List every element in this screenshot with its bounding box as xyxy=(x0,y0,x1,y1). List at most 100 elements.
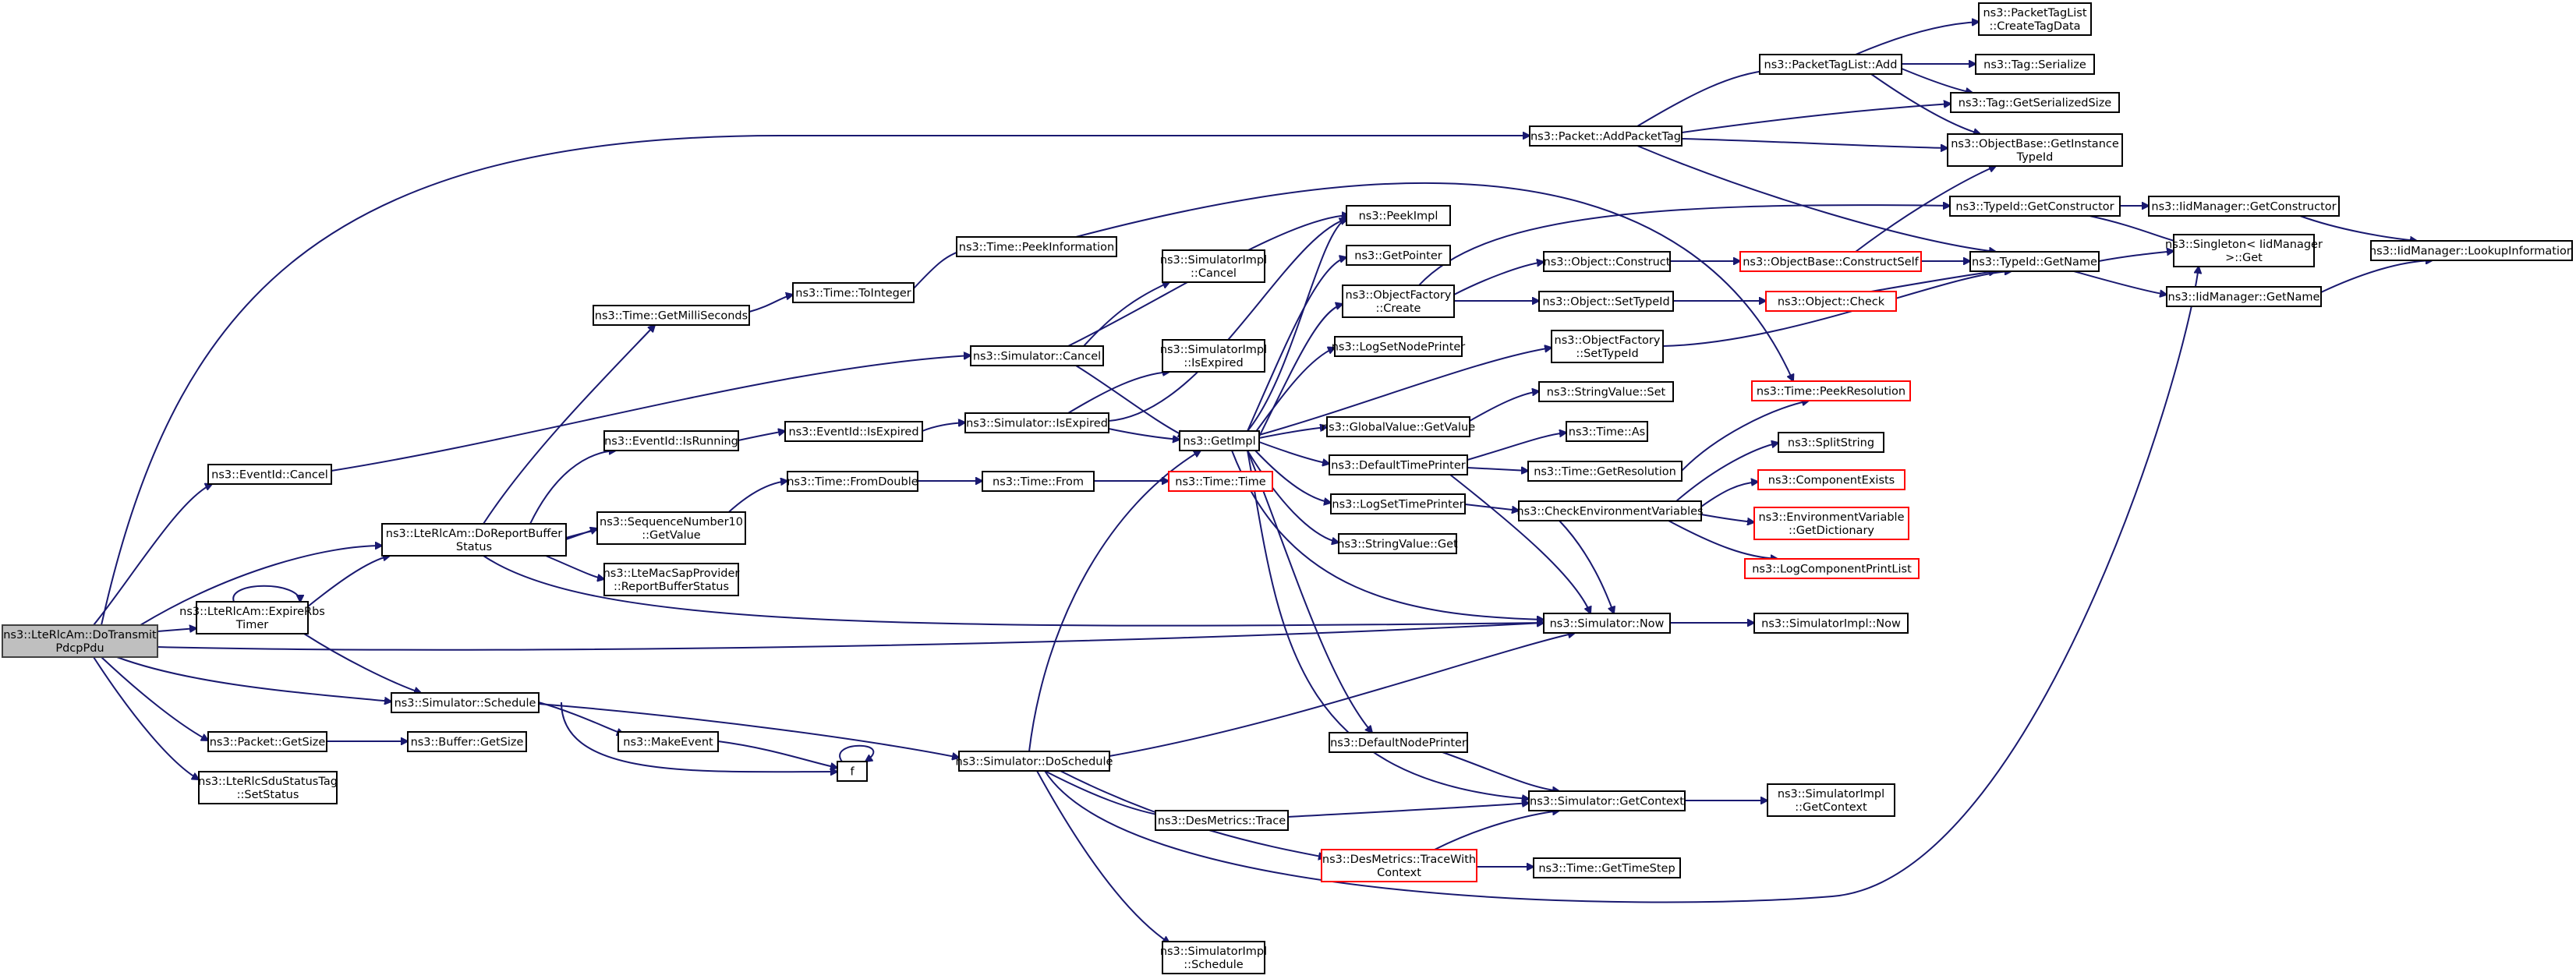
node-box xyxy=(1751,380,1911,401)
node-lookupInformation[interactable]: ns3::IidManager::LookupInformation xyxy=(2369,240,2574,261)
node-globalValueGetValue[interactable]: ns3::GlobalValue::GetValue xyxy=(1322,416,1475,437)
edge-doSchedule-to-singletonGet xyxy=(1044,267,2199,903)
node-label: ns3::SimulatorImpl xyxy=(1778,788,1884,801)
node-implSchedule[interactable]: ns3::SimulatorImpl::Schedule xyxy=(1160,941,1267,974)
node-stringValueSet[interactable]: ns3::StringValue::Set xyxy=(1538,381,1674,402)
edge-constructSelf-to-getInstanceTypeId xyxy=(1855,166,1996,253)
node-getMilliSeconds[interactable]: ns3::Time::GetMilliSeconds xyxy=(593,305,750,326)
node-implGetContext[interactable]: ns3::SimulatorImpl::GetContext xyxy=(1767,783,1895,817)
node-stringValueGet[interactable]: ns3::StringValue::Get xyxy=(1337,533,1458,554)
node-implCancel[interactable]: ns3::SimulatorImpl::Cancel xyxy=(1160,249,1267,283)
node-eventIdIsExpired[interactable]: ns3::EventId::IsExpired xyxy=(784,421,923,442)
node-desTrace[interactable]: ns3::DesMetrics::Trace xyxy=(1155,810,1289,831)
node-componentExists[interactable]: ns3::ComponentExists xyxy=(1757,469,1905,490)
edge-doReportBufferStatus-to-eventIdIsRunning xyxy=(529,451,616,525)
node-typeIdGetConstructor[interactable]: ns3::TypeId::GetConstructor xyxy=(1949,196,2121,217)
node-box xyxy=(1757,469,1905,490)
edge-eventIdIsRunning-to-eventIdIsExpired xyxy=(738,431,785,441)
node-sduStatusSetStatus[interactable]: ns3::LteRlcSduStatusTag::SetStatus xyxy=(198,771,338,804)
node-timeGetResolution[interactable]: ns3::Time::GetResolution xyxy=(1527,461,1683,482)
node-label: >::Get xyxy=(2225,252,2263,264)
node-doSchedule[interactable]: ns3::Simulator::DoSchedule xyxy=(956,751,1113,772)
node-checkEnvVars[interactable]: ns3::CheckEnvironmentVariables xyxy=(1516,500,1704,521)
node-objFactorySetTypeId[interactable]: ns3::ObjectFactory::SetTypeId xyxy=(1551,330,1664,363)
node-label: ns3::EventId::IsRunning xyxy=(604,436,738,448)
node-label: ns3::Time::GetMilliSeconds xyxy=(595,310,748,323)
edge-defaultTimePrinter-to-timeAs xyxy=(1467,433,1566,461)
edge-desTraceWith-to-simGetContext xyxy=(1434,811,1559,850)
node-timeAs[interactable]: ns3::Time::As xyxy=(1566,421,1648,442)
edge-getImpl-to-logSetTimePrinter xyxy=(1254,450,1331,503)
node-iidGetConstructor[interactable]: ns3::IidManager::GetConstructor xyxy=(2148,196,2340,217)
node-logSetNodePrinter[interactable]: ns3::LogSetNodePrinter xyxy=(1332,336,1466,357)
node-timeGetTimeStep[interactable]: ns3::Time::GetTimeStep xyxy=(1533,857,1681,878)
node-singletonGet[interactable]: ns3::Singleton< IidManager >::Get xyxy=(2165,234,2323,267)
node-packetTagListAdd[interactable]: ns3::PacketTagList::Add xyxy=(1759,54,1902,75)
node-timeFrom[interactable]: ns3::Time::From xyxy=(982,471,1095,492)
node-objFactoryCreate[interactable]: ns3::ObjectFactory::Create xyxy=(1342,285,1455,318)
node-objectCheck[interactable]: ns3::Object::Check xyxy=(1765,291,1897,312)
node-f[interactable]: f xyxy=(837,761,868,782)
node-eventIdIsRunning[interactable]: ns3::EventId::IsRunning xyxy=(603,430,739,451)
node-constructSelf[interactable]: ns3::ObjectBase::ConstructSelf xyxy=(1739,251,1922,272)
node-implIsExpired[interactable]: ns3::SimulatorImpl::IsExpired xyxy=(1160,339,1267,373)
node-label: ns3::DefaultTimePrinter xyxy=(1331,460,1465,472)
node-timeFromDouble[interactable]: ns3::Time::FromDouble xyxy=(787,471,918,492)
node-seqNumGetValue[interactable]: ns3::SequenceNumber10::GetValue xyxy=(596,511,746,545)
node-createTagData[interactable]: ns3::PacketTagList::CreateTagData xyxy=(1978,2,2092,36)
node-objectSetTypeId[interactable]: ns3::Object::SetTypeId xyxy=(1538,291,1674,312)
node-logComponentPrintList[interactable]: ns3::LogComponentPrintList xyxy=(1744,558,1920,579)
node-packetAddPacketTag[interactable]: ns3::Packet::AddPacketTag xyxy=(1529,125,1683,147)
node-implNow[interactable]: ns3::SimulatorImpl::Now xyxy=(1753,613,1909,634)
node-envGetDictionary[interactable]: ns3::EnvironmentVariable::GetDictionary xyxy=(1753,507,1909,540)
node-box xyxy=(1969,251,2100,272)
node-box xyxy=(1528,790,1686,811)
node-eventIdCancel[interactable]: ns3::EventId::Cancel xyxy=(207,464,332,485)
node-simCancel[interactable]: ns3::Simulator::Cancel xyxy=(970,345,1104,366)
node-logSetTimePrinter[interactable]: ns3::LogSetTimePrinter xyxy=(1330,493,1466,514)
node-label: ns3::LogComponentPrintList xyxy=(1752,564,1912,576)
node-packetGetSize[interactable]: ns3::Packet::GetSize xyxy=(207,731,327,752)
node-defaultTimePrinter[interactable]: ns3::DefaultTimePrinter xyxy=(1329,454,1468,475)
node-simSchedule[interactable]: ns3::Simulator::Schedule xyxy=(391,692,540,713)
node-objectConstruct[interactable]: ns3::Object::Construct xyxy=(1543,251,1671,272)
edge-packetAddPacketTag-to-getInstanceTypeId xyxy=(1681,138,1948,148)
edge-typeIdGetName-to-singletonGet xyxy=(2098,251,2174,262)
node-box xyxy=(982,471,1095,492)
node-splitString[interactable]: ns3::SplitString xyxy=(1778,432,1884,453)
node-peekInformation[interactable]: ns3::Time::PeekInformation xyxy=(956,236,1117,257)
node-getImpl[interactable]: ns3::GetImpl xyxy=(1179,430,1260,451)
node-timePeekResolution[interactable]: ns3::Time::PeekResolution xyxy=(1751,380,1911,401)
node-box xyxy=(1346,205,1451,226)
node-peekImpl[interactable]: ns3::PeekImpl xyxy=(1346,205,1451,226)
node-label: ns3::MakeEvent xyxy=(623,737,713,749)
node-tagSerialize[interactable]: ns3::Tag::Serialize xyxy=(1975,54,2095,75)
node-typeIdGetName[interactable]: ns3::TypeId::GetName xyxy=(1969,251,2100,272)
node-simIsExpired[interactable]: ns3::Simulator::IsExpired xyxy=(964,412,1109,433)
node-label: ns3::ObjectFactory xyxy=(1555,334,1661,347)
node-label: ns3::CheckEnvironmentVariables xyxy=(1516,506,1703,518)
node-bufferGetSize[interactable]: ns3::Buffer::GetSize xyxy=(407,731,527,752)
node-reportBufferStatus[interactable]: ns3::LteMacSapProvider::ReportBufferStat… xyxy=(603,563,740,596)
node-tagGetSerializedSize[interactable]: ns3::Tag::GetSerializedSize xyxy=(1950,92,2120,113)
node-iidGetName[interactable]: ns3::IidManager::GetName xyxy=(2166,286,2322,307)
node-label: ns3::DefaultNodePrinter xyxy=(1330,737,1467,750)
node-timeTime[interactable]: ns3::Time::Time xyxy=(1168,471,1273,492)
edge-getImpl-to-globalValueGetValue xyxy=(1258,427,1327,439)
node-label: ::GetDictionary xyxy=(1789,525,1874,537)
node-makeEvent[interactable]: ns3::MakeEvent xyxy=(617,731,719,752)
edge-getImpl-to-defaultNodePrinter xyxy=(1247,450,1372,733)
node-box xyxy=(407,731,527,752)
node-defaultNodePrinter[interactable]: ns3::DefaultNodePrinter xyxy=(1329,732,1468,753)
node-simNow[interactable]: ns3::Simulator::Now xyxy=(1543,613,1671,634)
node-getPointer[interactable]: ns3::GetPointer xyxy=(1346,245,1451,266)
node-label: ns3::GlobalValue::GetValue xyxy=(1322,422,1475,434)
node-timeToInteger[interactable]: ns3::Time::ToInteger xyxy=(792,282,915,303)
node-label: ns3::TypeId::GetName xyxy=(1972,256,2097,269)
node-simGetContext[interactable]: ns3::Simulator::GetContext xyxy=(1528,790,1686,811)
